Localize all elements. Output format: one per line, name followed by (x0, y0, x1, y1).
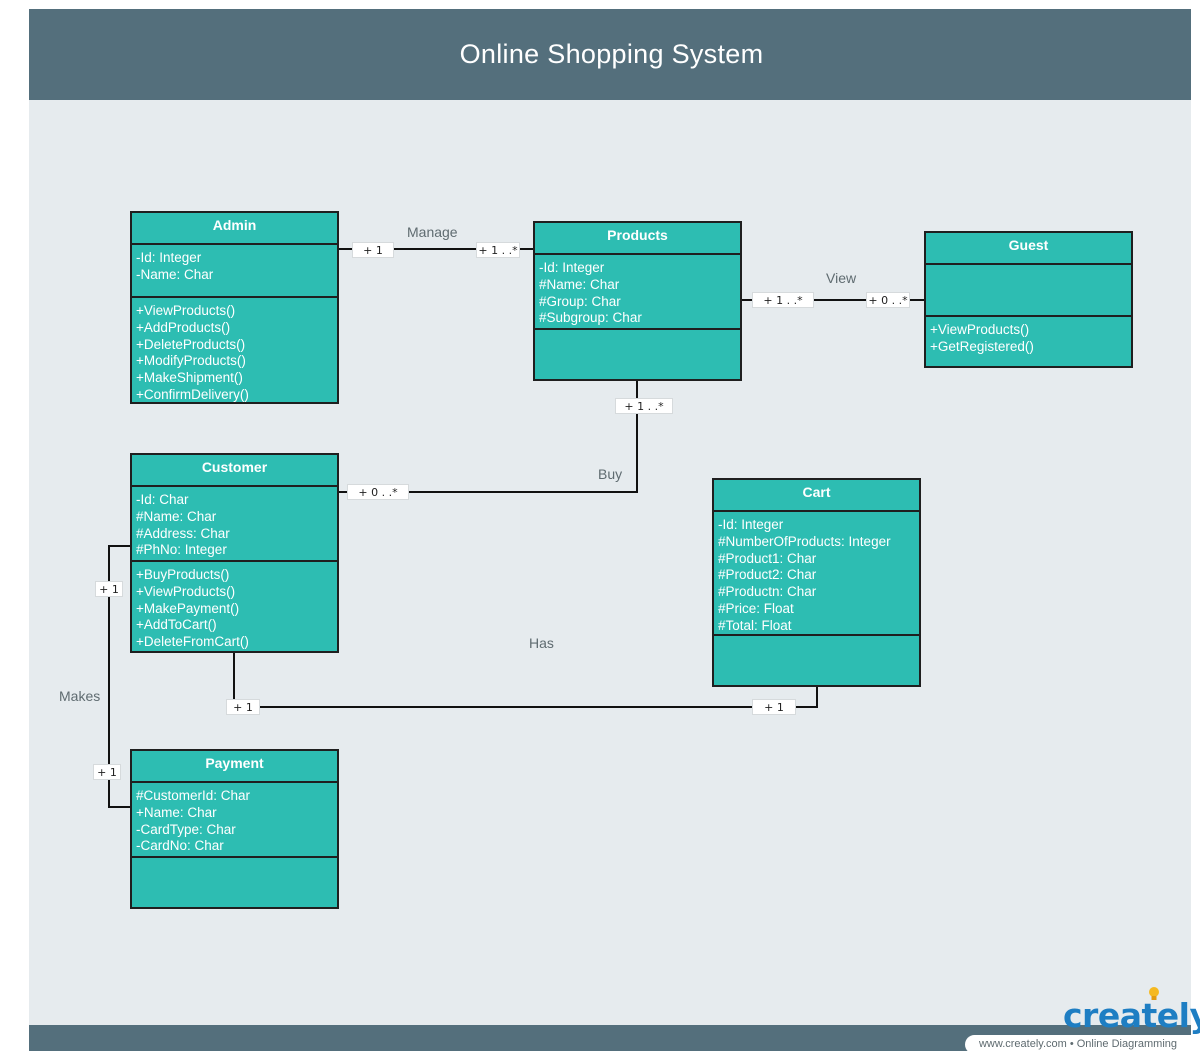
attribute: +Name: Char (136, 804, 217, 820)
buy-label: Buy (598, 466, 623, 482)
has-label: Has (529, 635, 554, 651)
diagram-canvas: Online Shopping System Admin -Id: Intege… (29, 9, 1191, 1051)
manage-admin-multiplicity: + 1 (352, 242, 394, 258)
admin-class[interactable]: Admin -Id: Integer -Name: Char +ViewProd… (130, 211, 339, 404)
attribute: #Name: Char (136, 508, 217, 524)
lightbulb-icon (1149, 987, 1159, 1000)
has-line (233, 647, 818, 708)
class-name: Guest (926, 233, 1131, 265)
attributes-section: -Id: Integer #NumberOfProducts: Integer … (714, 512, 919, 636)
method: +ConfirmDelivery() (136, 386, 249, 402)
attribute: -CardType: Char (136, 821, 236, 837)
makes-label: Makes (59, 688, 101, 704)
makes-payment-multiplicity: + 1 (93, 764, 121, 780)
attribute: #NumberOfProducts: Integer (718, 533, 891, 549)
methods-section: +BuyProducts() +ViewProducts() +MakePaym… (132, 562, 337, 651)
attribute: #Subgroup: Char (539, 310, 642, 326)
attribute: -CardNo: Char (136, 838, 224, 854)
view-products-multiplicity: + 1 . .* (752, 292, 814, 308)
attribute: #PhNo: Integer (136, 542, 227, 558)
methods-section (714, 636, 919, 641)
attributes-section: -Id: Char #Name: Char #Address: Char #Ph… (132, 487, 337, 562)
methods-section: +ViewProducts() +AddProducts() +DeletePr… (132, 298, 337, 404)
attribute: -Id: Integer (539, 260, 605, 275)
attribute: #Total: Float (718, 617, 792, 633)
payment-class[interactable]: Payment #CustomerId: Char +Name: Char -C… (130, 749, 339, 909)
customer-class[interactable]: Customer -Id: Char #Name: Char #Address:… (130, 453, 339, 653)
attribute: -Name: Char (136, 266, 214, 282)
attribute: -Id: Char (136, 492, 189, 507)
title-bar: Online Shopping System (29, 9, 1191, 100)
attribute: #Productn: Char (718, 584, 817, 600)
attribute: #CustomerId: Char (136, 788, 251, 803)
method: +ModifyProducts() (136, 353, 246, 369)
creately-tagline[interactable]: www.creately.com • Online Diagramming (965, 1035, 1191, 1054)
method: +ViewProducts() (136, 583, 236, 599)
method: +MakeShipment() (136, 370, 243, 386)
attributes-section: -Id: Integer -Name: Char (132, 245, 337, 298)
guest-class[interactable]: Guest +ViewProducts() +GetRegistered() (924, 231, 1133, 368)
buy-customer-multiplicity: + 0 . .* (347, 484, 409, 500)
buy-line (338, 380, 638, 493)
attribute: #Address: Char (136, 525, 230, 541)
attributes-section (926, 265, 1131, 317)
methods-section (132, 858, 337, 863)
methods-section (535, 330, 740, 335)
attribute: #Name: Char (539, 276, 620, 292)
attributes-section: #CustomerId: Char +Name: Char -CardType:… (132, 783, 337, 858)
methods-section: +ViewProducts() +GetRegistered() (926, 317, 1131, 356)
method: +MakePayment() (136, 600, 240, 616)
method: +ViewProducts() (136, 303, 236, 318)
class-name: Admin (132, 213, 337, 245)
buy-products-multiplicity: + 1 . .* (615, 398, 673, 414)
makes-line (108, 545, 131, 808)
attribute: #Product1: Char (718, 550, 817, 566)
class-name: Cart (714, 480, 919, 512)
method: +AddToCart() (136, 617, 217, 633)
method: +DeleteProducts() (136, 336, 246, 352)
manage-products-multiplicity: + 1 . .* (476, 242, 520, 258)
diagram-title: Online Shopping System (459, 39, 764, 69)
method: +DeleteFromCart() (136, 634, 249, 650)
has-customer-multiplicity: + 1 (226, 699, 260, 715)
has-cart-multiplicity: + 1 (752, 699, 796, 715)
method: +AddProducts() (136, 319, 231, 335)
manage-label: Manage (407, 224, 458, 240)
attribute: #Group: Char (539, 293, 621, 309)
class-name: Customer (132, 455, 337, 487)
attributes-section: -Id: Integer #Name: Char #Group: Char #S… (535, 255, 740, 330)
attribute: #Price: Float (718, 600, 794, 616)
method: +BuyProducts() (136, 567, 230, 582)
cart-class[interactable]: Cart -Id: Integer #NumberOfProducts: Int… (712, 478, 921, 687)
attribute: -Id: Integer (718, 517, 784, 532)
creately-logo[interactable]: creately (1063, 996, 1200, 1035)
class-name: Products (535, 223, 740, 255)
makes-customer-multiplicity: + 1 (95, 581, 123, 597)
method: +ViewProducts() (930, 322, 1030, 337)
class-name: Payment (132, 751, 337, 783)
view-label: View (826, 270, 857, 286)
attribute: #Product2: Char (718, 567, 817, 583)
method: +GetRegistered() (930, 338, 1034, 354)
attribute: -Id: Integer (136, 250, 202, 265)
products-class[interactable]: Products -Id: Integer #Name: Char #Group… (533, 221, 742, 381)
view-guest-multiplicity: + 0 . .* (866, 292, 910, 308)
